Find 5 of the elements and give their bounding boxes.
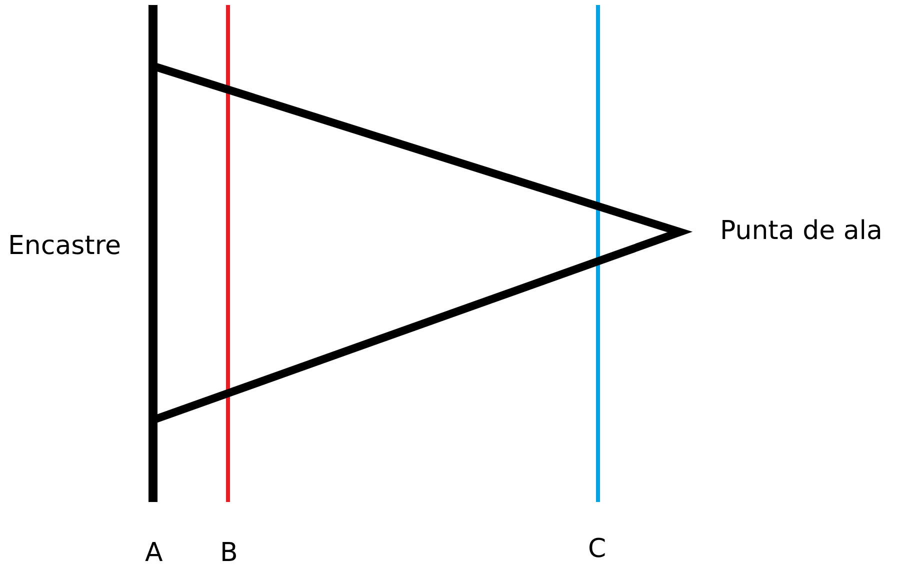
section-label: C: [588, 536, 606, 562]
section-label: B: [220, 540, 238, 566]
section-label: A: [145, 540, 163, 566]
root-label: Encastre: [8, 233, 121, 259]
tip-label: Punta de ala: [720, 218, 882, 244]
